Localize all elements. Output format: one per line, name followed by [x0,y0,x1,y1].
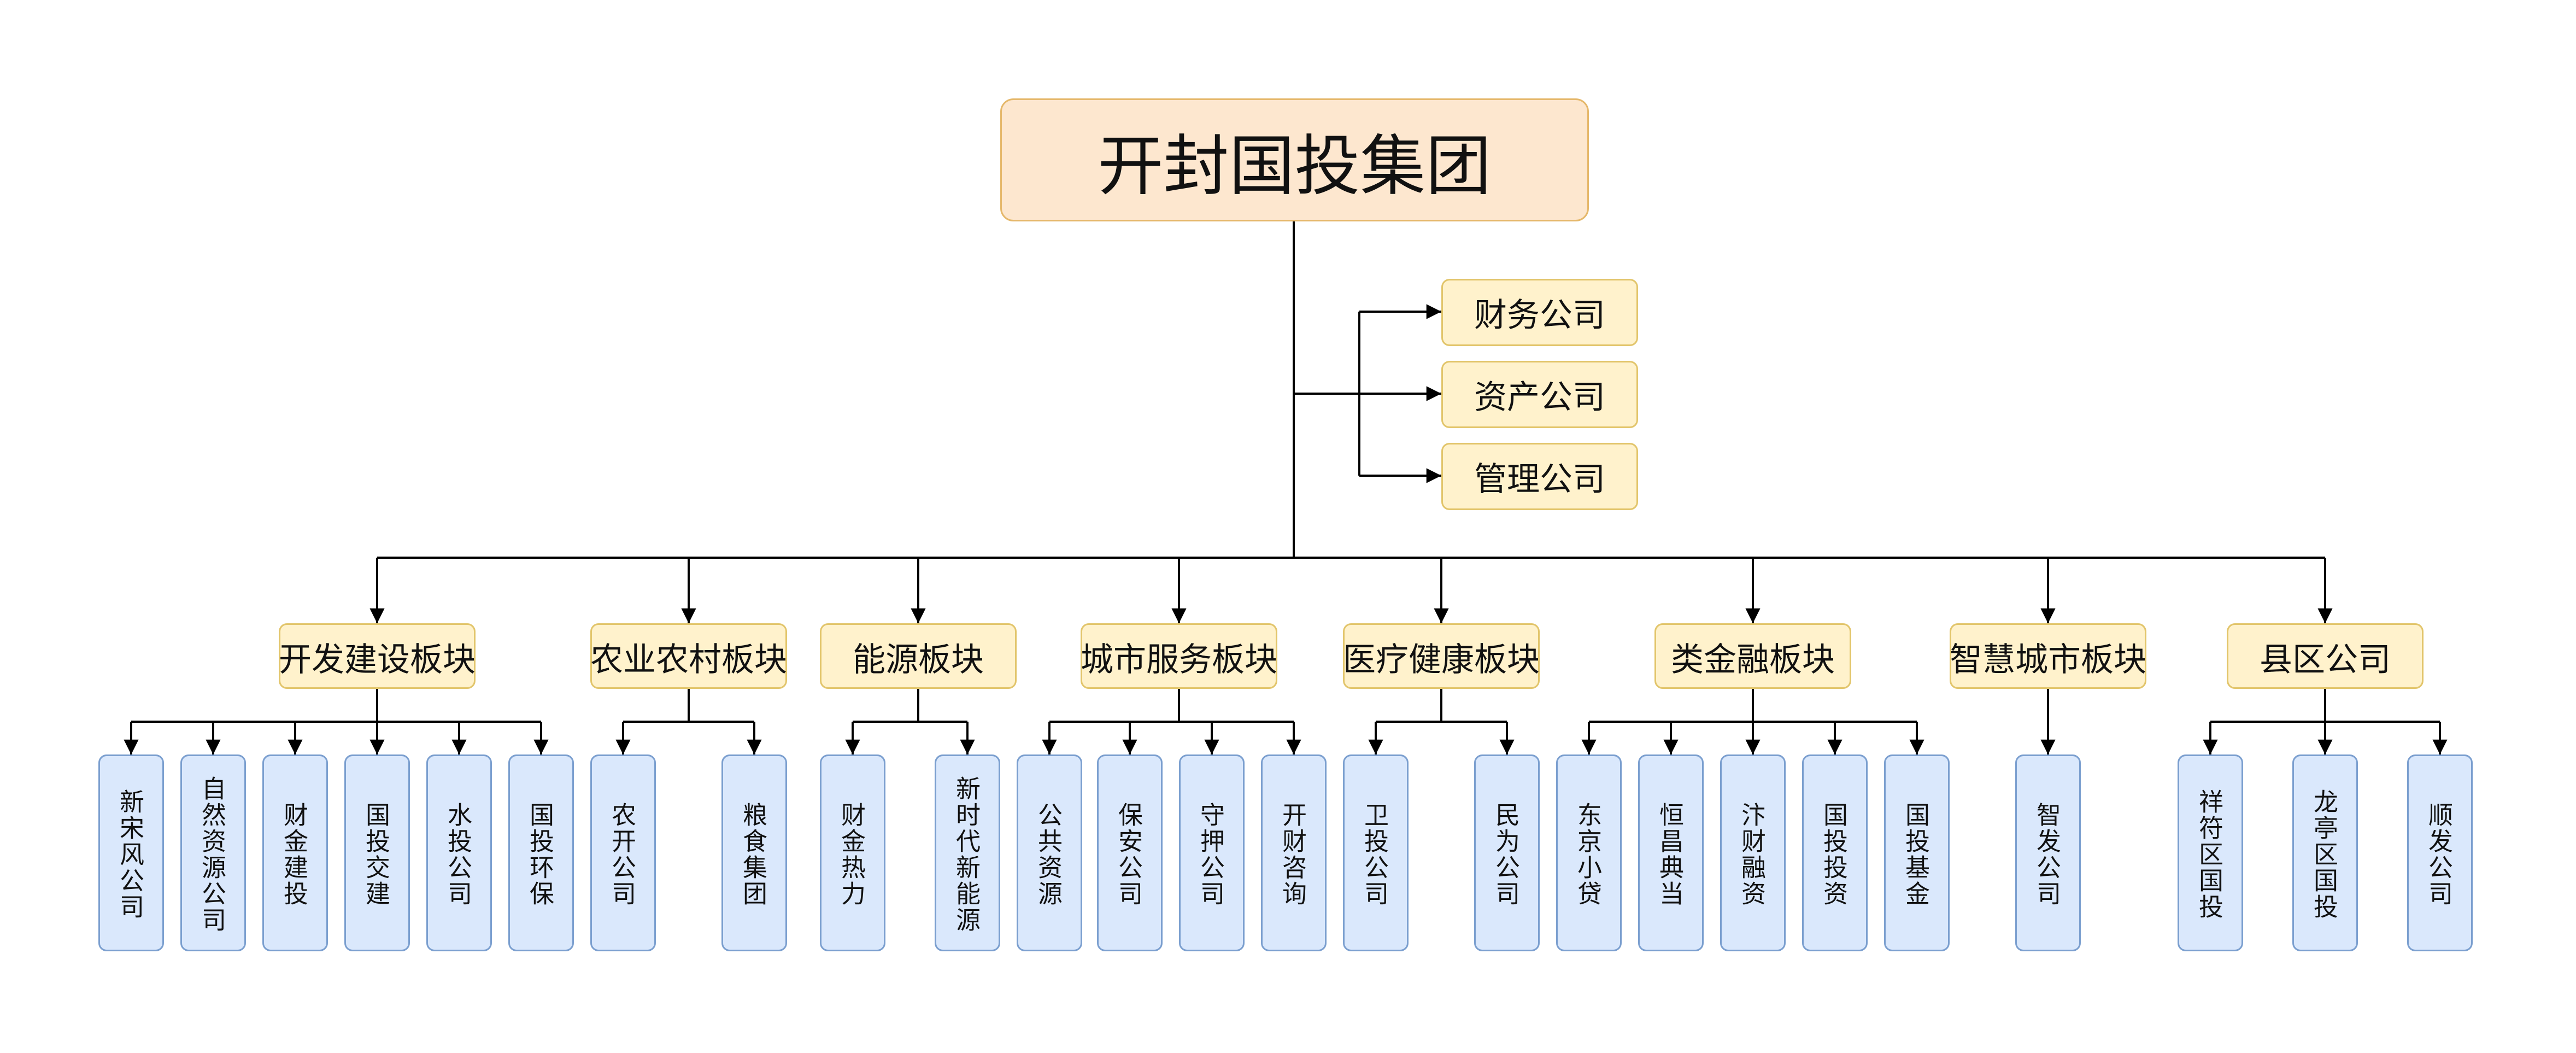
root-label: 开封国投集团 [1098,128,1492,204]
leaf-company: 水投公司 [426,754,492,951]
sector-quasi-finance: 类金融板块 [1654,623,1851,689]
leaf-label: 新宋风公司 [116,788,146,920]
leaf-company: 国投基金 [1884,754,1950,951]
leaf-company: 卫投公司 [1343,754,1409,951]
leaf-label: 东京小贷 [1574,801,1604,906]
leaf-label: 财金建投 [280,801,310,906]
leaf-label: 自然资源公司 [198,775,228,933]
leaf-label: 国投投资 [1820,801,1850,906]
sector-county-companies: 县区公司 [2227,623,2424,689]
leaf-company: 粮食集团 [721,754,787,951]
leaf-label: 智发公司 [2033,801,2063,906]
side-company-label: 财务公司 [1474,295,1605,335]
sector-smart-city: 智慧城市板块 [1950,623,2146,689]
leaf-company: 恒昌典当 [1638,754,1704,951]
leaf-company: 开财咨询 [1261,754,1327,951]
leaf-label: 恒昌典当 [1656,801,1686,906]
leaf-company: 东京小贷 [1556,754,1622,951]
leaf-label: 民为公司 [1492,801,1522,906]
leaf-company: 自然资源公司 [180,754,246,951]
sector-label: 开发建设板块 [279,639,476,678]
leaf-company: 保安公司 [1097,754,1163,951]
sector-label: 能源板块 [853,639,984,678]
leaf-label: 国投基金 [1902,801,1932,906]
leaf-label: 国投环保 [526,801,556,906]
sector-energy: 能源板块 [820,623,1017,689]
leaf-label: 公共资源 [1035,801,1064,906]
side-company-label: 资产公司 [1474,377,1605,417]
side-company-label: 管理公司 [1474,459,1605,499]
leaf-company: 智发公司 [2015,754,2081,951]
leaf-label: 粮食集团 [740,801,769,906]
sector-label: 医疗健康板块 [1343,639,1540,678]
leaf-label: 保安公司 [1115,801,1145,906]
leaf-company: 国投投资 [1802,754,1868,951]
side-company-management: 管理公司 [1441,443,1638,510]
leaf-label: 新时代新能源 [953,775,982,933]
leaf-label: 守押公司 [1197,801,1227,906]
leaf-label: 汴财融资 [1738,801,1768,906]
leaf-company: 新时代新能源 [935,754,1000,951]
leaf-label: 卫投公司 [1361,801,1390,906]
leaf-label: 财金热力 [838,801,867,906]
leaf-company: 国投环保 [508,754,574,951]
leaf-company: 国投交建 [344,754,410,951]
sector-city-services: 城市服务板块 [1081,623,1277,689]
leaf-company: 农开公司 [590,754,656,951]
side-company-finance: 财务公司 [1441,279,1638,346]
leaf-label: 水投公司 [444,801,474,906]
leaf-company: 新宋风公司 [98,754,164,951]
root-node: 开封国投集团 [1000,98,1589,221]
leaf-label: 农开公司 [608,801,638,906]
leaf-company: 顺发公司 [2407,754,2473,951]
leaf-company: 祥符区国投 [2178,754,2243,951]
leaf-company: 守押公司 [1179,754,1245,951]
sector-development: 开发建设板块 [279,623,476,689]
sector-label: 农业农村板块 [590,639,787,678]
leaf-label: 开财咨询 [1279,801,1308,906]
leaf-company: 龙亭区国投 [2292,754,2358,951]
sector-label: 智慧城市板块 [1950,639,2146,678]
leaf-label: 国投交建 [362,801,392,906]
leaf-label: 祥符区国投 [2196,788,2225,920]
sector-label: 城市服务板块 [1081,639,1277,678]
sector-healthcare: 医疗健康板块 [1343,623,1540,689]
leaf-company: 财金建投 [262,754,328,951]
leaf-company: 财金热力 [820,754,885,951]
leaf-company: 民为公司 [1474,754,1540,951]
sector-label: 类金融板块 [1671,639,1835,678]
leaf-company: 汴财融资 [1720,754,1786,951]
leaf-label: 顺发公司 [2425,801,2455,906]
leaf-company: 公共资源 [1017,754,1082,951]
leaf-label: 龙亭区国投 [2310,788,2340,920]
sector-label: 县区公司 [2260,639,2391,678]
sector-agriculture: 农业农村板块 [590,623,787,689]
side-company-assets: 资产公司 [1441,361,1638,428]
